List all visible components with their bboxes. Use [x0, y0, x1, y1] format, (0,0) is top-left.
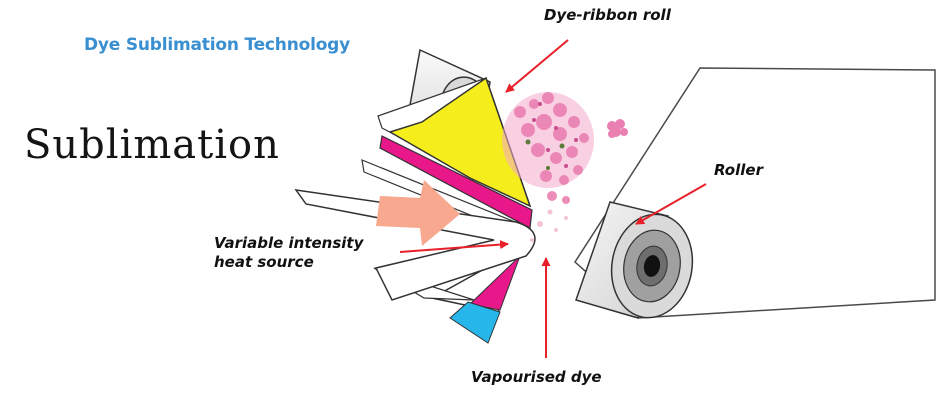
print-head — [294, 189, 536, 301]
heat-arrow-icon — [376, 180, 460, 246]
label-vapourised-dye: Vapourised dye — [471, 368, 602, 386]
label-roller: Roller — [714, 161, 763, 179]
page-title: Sublimation — [24, 122, 280, 168]
label-dye-ribbon-roll: Dye-ribbon roll — [544, 6, 671, 24]
label-heat-source: Variable intensity heat source — [214, 234, 363, 272]
brand-title: Dye Sublimation Technology — [84, 35, 351, 55]
arrow-ribbon-roll — [505, 39, 569, 93]
label-heat-source-line2: heat source — [214, 253, 314, 271]
arrow-roller — [635, 183, 707, 225]
arrow-heat-source — [399, 240, 509, 253]
roller — [575, 201, 694, 319]
vapourised-dye-cloud — [502, 92, 628, 242]
annotation-arrows — [399, 39, 707, 358]
flower-icon — [607, 119, 628, 138]
label-heat-source-line1: Variable intensity — [214, 234, 364, 252]
